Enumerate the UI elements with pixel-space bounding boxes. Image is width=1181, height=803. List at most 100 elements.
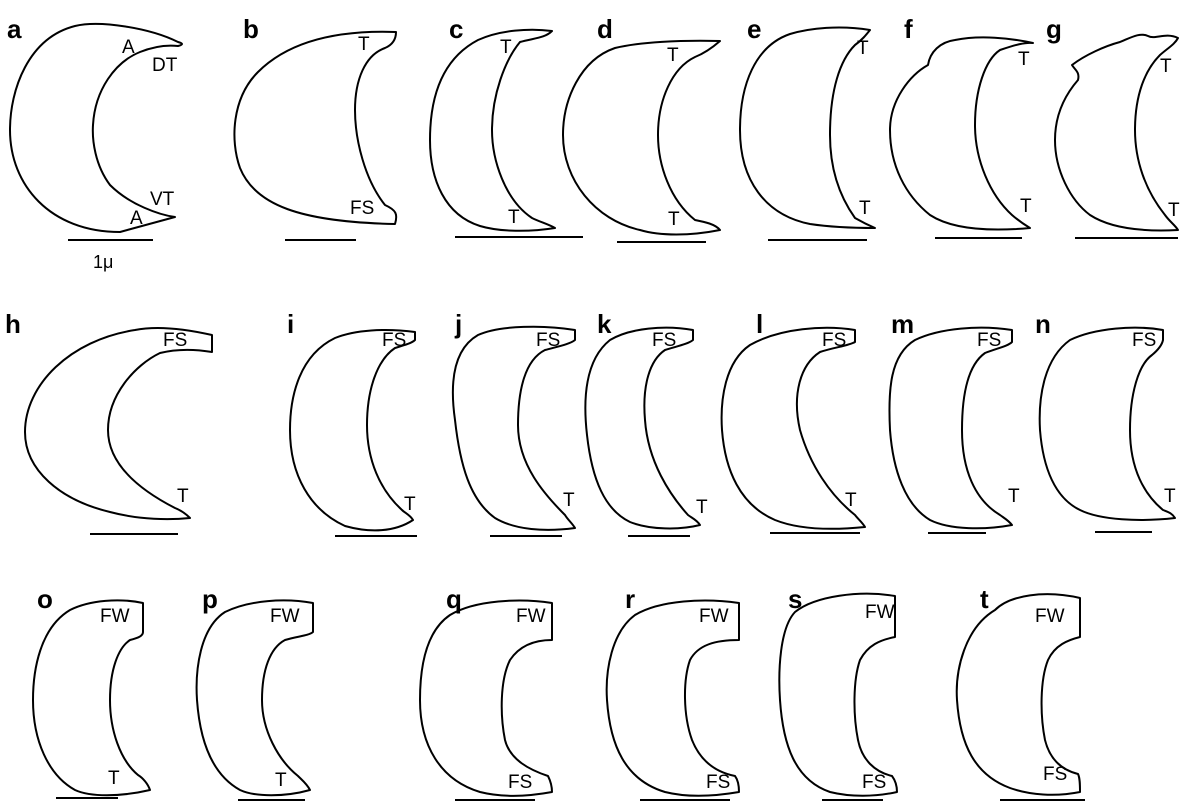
crescent-outline xyxy=(778,592,898,797)
shape-label: T xyxy=(500,37,512,58)
crescent-outline xyxy=(24,326,213,521)
shape-label: T xyxy=(1164,486,1176,507)
shape-label: FW xyxy=(1035,606,1065,627)
shape-label: FW xyxy=(100,606,130,627)
crescent-outline xyxy=(32,599,151,797)
crescent-outline xyxy=(739,26,876,229)
panel-letter: n xyxy=(1035,309,1051,339)
shape-label: T xyxy=(1020,196,1032,217)
panel-letter: m xyxy=(891,309,914,339)
panel-j: jFS T xyxy=(451,309,576,537)
shape-label: T xyxy=(1008,486,1020,507)
panel-letter: c xyxy=(449,14,463,44)
panel-letter: q xyxy=(446,584,462,614)
panel-i: iFS T xyxy=(287,309,417,537)
panel-d: dT T xyxy=(562,14,721,243)
crescent-outline xyxy=(889,36,1034,231)
shape-label: FS xyxy=(862,772,886,793)
panel-c: cT T xyxy=(429,14,583,238)
crescent-outline xyxy=(451,325,576,531)
shape-label: FS xyxy=(163,330,187,351)
crescent-outline xyxy=(584,326,701,530)
panel-t: tFW FS xyxy=(955,584,1085,801)
shape-label: T xyxy=(667,45,679,66)
crescent-outline xyxy=(233,30,398,225)
panel-l: lFS T xyxy=(720,309,866,534)
panel-letter: h xyxy=(5,309,21,339)
panel-e: eT T xyxy=(739,14,876,241)
shape-label: FS xyxy=(508,772,532,793)
panel-letter: t xyxy=(980,584,989,614)
shape-label: FS xyxy=(382,330,406,351)
panel-letter: g xyxy=(1046,14,1062,44)
panel-letter: d xyxy=(597,14,613,44)
shape-label: FS xyxy=(822,330,846,351)
shape-label: FW xyxy=(270,606,300,627)
crescent-outline xyxy=(1038,326,1176,521)
shape-label: T xyxy=(845,490,857,511)
panel-letter: i xyxy=(287,309,294,339)
panel-o: oFW T xyxy=(32,584,151,799)
shape-label: T xyxy=(508,207,520,228)
crescent-outline xyxy=(605,599,740,797)
shape-label: DT xyxy=(152,55,178,76)
shape-label: T xyxy=(668,209,680,230)
panel-letter: r xyxy=(625,584,635,614)
shape-label: A xyxy=(122,37,135,58)
crescent-outline xyxy=(1054,33,1179,232)
panel-n: nFS T xyxy=(1035,309,1176,533)
shape-label: A xyxy=(130,208,143,229)
panel-f: fT T xyxy=(889,14,1034,239)
shape-label: T xyxy=(1168,200,1180,221)
shape-label: T xyxy=(108,768,120,789)
panel-b: bT FS xyxy=(233,14,398,241)
shape-label: FW xyxy=(516,606,546,627)
shape-label: FS xyxy=(977,330,1001,351)
shape-label: T xyxy=(177,486,189,507)
shape-label: FS xyxy=(350,198,374,219)
panel-letter: a xyxy=(7,14,22,44)
crescent-outline xyxy=(720,326,866,530)
shape-label: VT xyxy=(150,189,175,210)
shape-label: T xyxy=(404,494,416,515)
panel-g: gT T xyxy=(1046,14,1180,239)
shape-label: FW xyxy=(865,602,895,623)
panel-a: aA DT VT A 1μ xyxy=(7,14,183,272)
crescent-outline xyxy=(955,593,1081,796)
shape-label: FS xyxy=(1132,330,1156,351)
panel-letter: e xyxy=(747,14,761,44)
shape-label: T xyxy=(358,34,370,55)
shape-label: FS xyxy=(706,772,730,793)
shape-label: T xyxy=(857,38,869,59)
panel-q: qFW FS xyxy=(419,584,553,801)
panel-letter: b xyxy=(243,14,259,44)
shape-label: FS xyxy=(536,330,560,351)
panel-letter: f xyxy=(904,14,913,44)
shape-label: T xyxy=(859,198,871,219)
shape-label: T xyxy=(563,490,575,511)
scale-bar-label: 1μ xyxy=(93,252,113,272)
panel-letter: o xyxy=(37,584,53,614)
panel-h: hFS T xyxy=(5,309,213,535)
panel-letter: s xyxy=(788,584,802,614)
panel-m: mFS T xyxy=(888,309,1020,534)
shape-label: T xyxy=(696,497,708,518)
crescent-outline xyxy=(888,326,1013,530)
panel-letter: k xyxy=(597,309,612,339)
crescent-outline xyxy=(9,23,183,233)
crescent-outline xyxy=(429,28,556,232)
shape-label: FS xyxy=(1043,764,1067,785)
shape-label: FW xyxy=(699,606,729,627)
shape-label: T xyxy=(1018,49,1030,70)
shape-label: T xyxy=(275,770,287,791)
crescent-outline xyxy=(562,39,721,236)
panel-k: kFS T xyxy=(584,309,708,537)
panel-letter: l xyxy=(756,309,763,339)
shape-label: FS xyxy=(652,330,676,351)
crescent-outline xyxy=(419,599,553,797)
shape-label: T xyxy=(1160,56,1172,77)
panel-letter: j xyxy=(454,309,462,339)
